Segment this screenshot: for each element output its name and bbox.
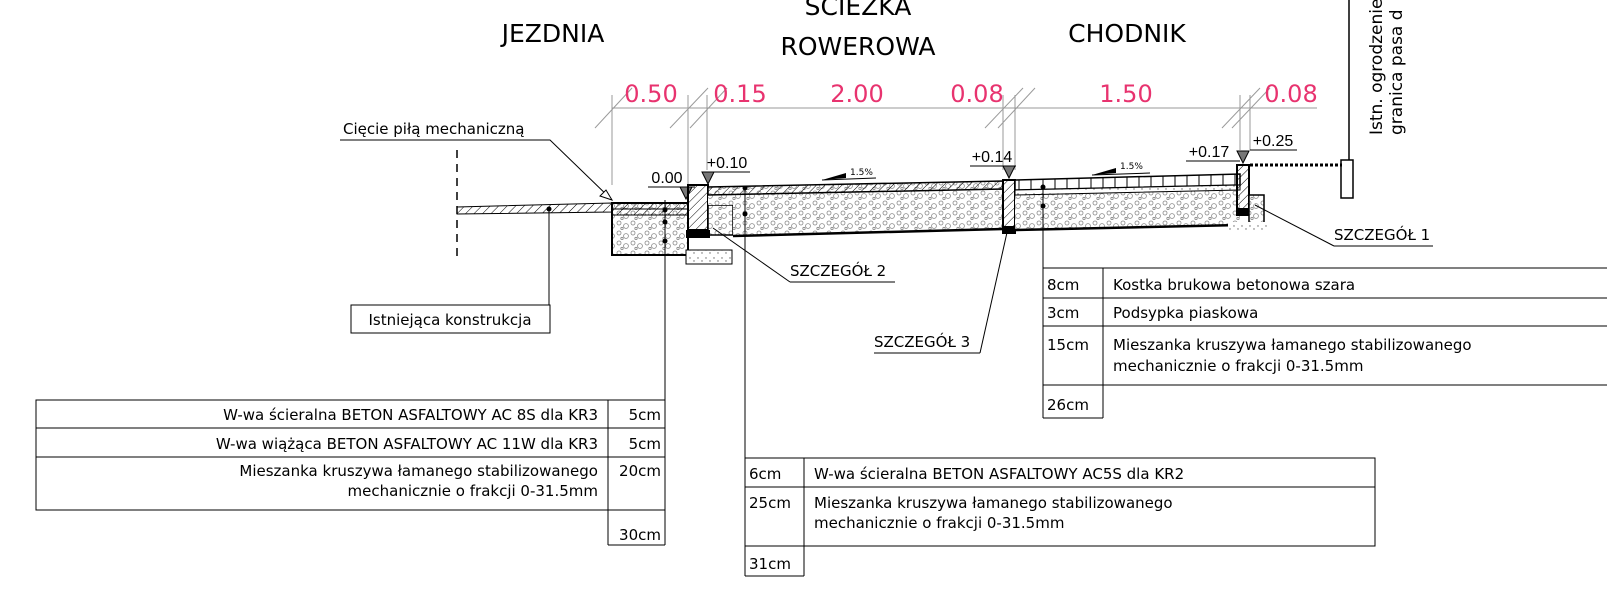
sidewalk-layer-3-name-line2: mechanicznie o frakcji 0-31.5mm [1113,357,1363,375]
slope-1-arrow [822,173,846,180]
detail3-label: SZCZEGÓŁ 3 [874,332,970,351]
dimension-4: 1.50 [1099,80,1152,108]
fence-label-line2: granica pasa d [1387,9,1407,135]
bike-base-bottom [732,227,1004,238]
level-3: +0.17 [1189,144,1230,161]
level-1-marker [701,171,715,186]
edge-curb-joint [1236,208,1248,215]
fence-post [1340,159,1354,199]
cut-leader [340,139,613,201]
sidewalk-base [1015,183,1240,230]
sidewalk-layer-3-thickness: 15cm [1047,336,1089,354]
road-layer-2-thickness: 5cm [629,435,661,453]
dimension-ticks [594,87,1271,185]
dimension-3: 0.08 [950,80,1003,108]
slope-1-line [821,177,877,181]
slope-2-line [1091,172,1151,176]
bike-layer-1-name: W-wa ścieralna BETON ASFALTOWY AC5S dla … [814,465,1184,483]
road-layer-2-name: W-wa wiążąca BETON ASFALTOWY AC 11W dla … [216,435,598,453]
sidewalk-layer-1-thickness: 8cm [1047,276,1079,294]
road-layer-1-name: W-wa ścieralna BETON ASFALTOWY AC 8S dla… [223,406,598,424]
sidewalk-layer-1-name: Kostka brukowa betonowa szara [1113,276,1355,294]
dimension-0: 0.50 [624,80,677,108]
bike-layer-2-thickness: 25cm [749,494,791,512]
sidewalk-layer-2-name: Podsypka piaskowa [1113,304,1258,322]
curb1-foundation [685,249,733,265]
bike-layers-total: 31cm [749,555,791,573]
road-layer-3-thickness: 20cm [619,462,661,480]
sidewalk-layers-total: 26cm [1047,396,1089,414]
road-layer-3-name-line1: Mieszanka kruszywa łamanego stabilizowan… [239,462,598,480]
detail2-label: SZCZEGÓŁ 2 [790,261,886,280]
bike-base [708,181,1003,236]
header-jezdnia: JEZDNIA [500,19,605,48]
road-layer-1-thickness: 5cm [629,406,661,424]
curb1-support [707,204,734,236]
bike-layer-2-name-line2: mechanicznie o frakcji 0-31.5mm [814,514,1064,532]
slope-2-arrow [1092,168,1116,175]
edge-curb-foundation [1228,222,1268,232]
slope-1: 1.5% [850,168,873,178]
existing-label-box [350,304,551,334]
header-sciezka-line2: ROWEROWA [780,32,935,61]
level-4-marker [1236,150,1250,165]
curb3-joint [1002,226,1016,234]
cut-label: Cięcie piłą mechaniczną [343,120,524,138]
sidewalk-layers-table: 8cm Kostka brukowa betonowa szara 3cm Po… [1042,267,1607,419]
road-layers-total: 30cm [619,526,661,544]
level-4: +0.25 [1253,133,1294,150]
edge-curb [1236,164,1250,216]
cut-arrow [599,189,614,201]
level-0: 0.00 [651,170,682,187]
existing-label: Istniejąca konstrukcja [368,311,531,329]
level-2: +0.14 [972,149,1013,166]
existing-asphalt [456,202,613,215]
bike-layer-1-thickness: 6cm [749,465,781,483]
sidewalk-layer-3-name-line1: Mieszanka kruszywa łamanego stabilizowan… [1113,336,1472,354]
road-layers-table: W-wa ścieralna BETON ASFALTOWY AC 8S dla… [35,399,666,546]
dimension-2: 2.00 [830,80,883,108]
road-binder-course [611,208,689,216]
bike-layers-table: 6cm W-wa ścieralna BETON ASFALTOWY AC5S … [744,457,1376,577]
fence-label-line1: Istn. ogrodzenie [1367,0,1387,135]
dimension-1: 0.15 [713,80,766,108]
sidewalk-base-bottom [1014,223,1241,232]
road-wearing-course [611,202,689,210]
detail3-leader [979,227,1009,354]
detail2-leader [712,227,791,283]
bike-layer-2-name-line1: Mieszanka kruszywa łamanego stabilizowan… [814,494,1173,512]
detail1-label: SZCZEGÓŁ 1 [1334,225,1430,244]
header-chodnik: CHODNIK [1068,19,1186,48]
dimension-5: 0.08 [1264,80,1317,108]
sidewalk-layer-2-thickness: 3cm [1047,304,1079,322]
curb1 [687,184,709,231]
header-sciezka-line1: ŚCIEŻKA [805,0,912,21]
curb1-joint [686,230,710,238]
slope-2: 1.5% [1120,162,1143,172]
level-2-marker [1002,165,1016,180]
road-layer-3-name-line2: mechanicznie o frakcji 0-31.5mm [348,482,598,500]
curb3 [1002,179,1016,229]
detail1-leader [1254,204,1335,247]
level-1: +0.10 [707,155,748,172]
